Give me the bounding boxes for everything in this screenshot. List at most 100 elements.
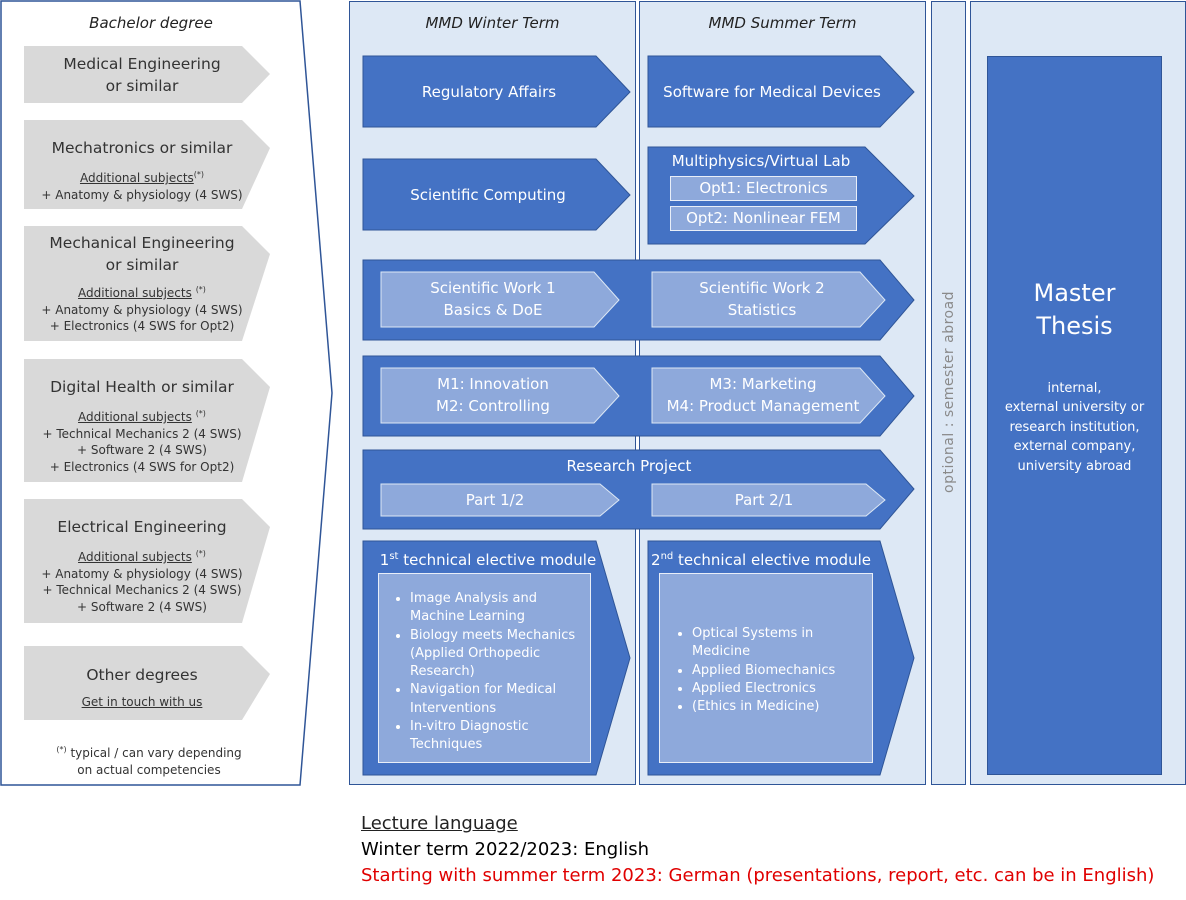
elective-item: Applied Electronics (692, 680, 842, 698)
lecture-language: Lecture language Winter term 2022/2023: … (361, 811, 1161, 889)
subject-item: + Electronics (4 SWS for Opt2) (49, 319, 235, 333)
sci-work-2-arrow (651, 271, 886, 328)
degree-name: Electrical Engineering (57, 518, 227, 536)
footnote: (*) typical / can vary depending on actu… (24, 742, 274, 778)
subject-item: + Technical Mechanics 2 (4 SWS) (42, 426, 242, 441)
elective-1-list-box: Image Analysis and Machine Learning Biol… (378, 573, 591, 763)
scientific-computing-arrow (362, 158, 631, 231)
additional-mark: (*) (193, 170, 205, 179)
ordinal-suffix: nd (660, 551, 674, 562)
degree-name: Medical Engineering (63, 55, 221, 73)
line: M2: Controlling (436, 397, 550, 415)
additional-subjects-label: Additional subjects (78, 550, 192, 564)
opt1-box: Opt1: Electronics (670, 176, 857, 201)
thesis-title-line: Thesis (1036, 312, 1113, 340)
mgmt-2-label: M3: Marketing M4: Product Management (652, 373, 874, 417)
bachelor-panel (0, 0, 333, 786)
elective-item: In-vitro Diagnostic Techniques (410, 718, 590, 755)
additional-subjects-label: Additional subjects (78, 286, 192, 300)
subject-item: + Technical Mechanics 2 (4 SWS) (42, 583, 242, 597)
additional-mark: (*) (195, 285, 206, 294)
mgmt-1-arrow (380, 367, 620, 424)
line: M3: Marketing (709, 375, 817, 393)
software-label: Software for Medical Devices (663, 82, 881, 101)
get-in-touch-link[interactable]: Get in touch with us (81, 695, 203, 709)
degree-electrical: Electrical Engineering Additional subjec… (24, 516, 260, 615)
multiphysics-label: Multiphysics/Virtual Lab (671, 152, 851, 170)
subject-item: + Anatomy & physiology (4 SWS) (41, 566, 243, 581)
part-1-arrow (380, 483, 620, 517)
elective-1-title: 1st technical elective module (363, 546, 613, 571)
degree-digital-health: Digital Health or similar Additional sub… (24, 376, 260, 475)
elective-2-list-box: Optical Systems in Medicine Applied Biom… (659, 573, 873, 763)
semester-abroad-label: optional : semester abroad (941, 290, 957, 493)
additional-subjects-label: Additional subjects (79, 171, 194, 185)
line: M4: Product Management (666, 397, 860, 415)
abroad-panel (931, 1, 966, 785)
subject-item: + Anatomy & physiology (4 SWS) (41, 302, 243, 317)
thesis-text-line: research institution, (1009, 419, 1140, 435)
lecture-language-heading: Lecture language (361, 813, 518, 834)
ordinal-number: 1 (379, 551, 390, 569)
footnote-mark: (*) (56, 745, 67, 754)
summer-term-title: MMD Summer Term (708, 14, 857, 32)
part-2-label: Part 2/1 (734, 491, 794, 509)
bachelor-title: Bachelor degree (89, 14, 213, 32)
elective-item: Optical Systems in Medicine (692, 625, 842, 662)
subject-item: + Electronics (4 SWS for Opt2) (49, 459, 235, 474)
scientific-computing-label: Scientific Computing (410, 185, 566, 204)
additional-mark: (*) (195, 549, 206, 558)
subject-item: + Software 2 (4 SWS) (77, 599, 207, 614)
master-thesis-box: Master Thesis internal, external univers… (987, 56, 1162, 775)
part-1-label: Part 1/2 (465, 491, 525, 509)
sci-work-2-label: Scientific Work 2 Statistics (652, 277, 872, 321)
degree-arrow-digital-health (24, 359, 270, 482)
elective-2-title: 2nd technical elective module (648, 546, 874, 571)
degree-medical: Medical Engineering or similar (24, 53, 260, 97)
degree-name: or similar (105, 77, 179, 95)
line: Scientific Work 2 (699, 279, 825, 297)
degree-arrow-mechanical (24, 226, 270, 341)
research-project-label: Research Project (566, 457, 692, 475)
elective-item: (Ethics in Medicine) (692, 698, 842, 716)
degree-arrow-mechatronics (24, 120, 270, 209)
winter-term-title: MMD Winter Term (425, 14, 560, 32)
ordinal-suffix: st (389, 551, 399, 562)
elective-item: Navigation for Medical Interventions (410, 681, 590, 718)
language-line-1: Winter term 2022/2023: English (361, 839, 649, 860)
degree-other: Other degrees Get in touch with us (24, 664, 260, 711)
thesis-title-line: Master (1033, 279, 1116, 307)
footnote-text: on actual competencies (77, 762, 221, 777)
degree-mechatronics: Mechatronics or similar Additional subje… (24, 137, 260, 203)
mgmt-1-label: M1: Innovation M2: Controlling (381, 373, 605, 417)
elective-item: Image Analysis and Machine Learning (410, 590, 590, 627)
thesis-text-line: external company, (1013, 439, 1136, 455)
regulatory-affairs-label: Regulatory Affairs (421, 82, 557, 101)
elective-item: Applied Biomechanics (692, 662, 842, 680)
regulatory-arrow (362, 55, 631, 128)
line: Scientific Work 1 (430, 279, 556, 297)
elective-item: Biology meets Mechanics (Applied Orthope… (410, 627, 590, 682)
opt2-box: Opt2: Nonlinear FEM (670, 206, 857, 231)
additional-mark: (*) (195, 409, 206, 418)
subject-item: + Software 2 (4 SWS) (77, 443, 207, 457)
line: M1: Innovation (437, 375, 549, 393)
line: Statistics (727, 301, 797, 319)
degree-name: Mechanical Engineering (49, 234, 235, 252)
software-arrow (647, 55, 915, 128)
sci-work-1-arrow (380, 271, 620, 328)
sci-work-1-label: Scientific Work 1 Basics & DoE (381, 277, 605, 321)
degree-name: or similar (105, 256, 179, 274)
degree-arrow-other (24, 646, 270, 720)
ordinal-number: 2 (651, 551, 661, 569)
additional-subjects-label: Additional subjects (78, 410, 192, 424)
elective-title-text: technical elective module (678, 551, 871, 569)
degree-arrow-electrical (24, 499, 270, 623)
degree-name: Mechatronics or similar (51, 139, 233, 157)
thesis-text-line: external university or (1004, 400, 1145, 416)
part-2-arrow (651, 483, 886, 517)
degree-arrow-medical (24, 46, 270, 103)
language-line-2: Starting with summer term 2023: German (… (361, 865, 1155, 886)
degree-mechanical: Mechanical Engineering or similar Additi… (24, 232, 260, 335)
thesis-text-line: university abroad (1017, 458, 1132, 474)
